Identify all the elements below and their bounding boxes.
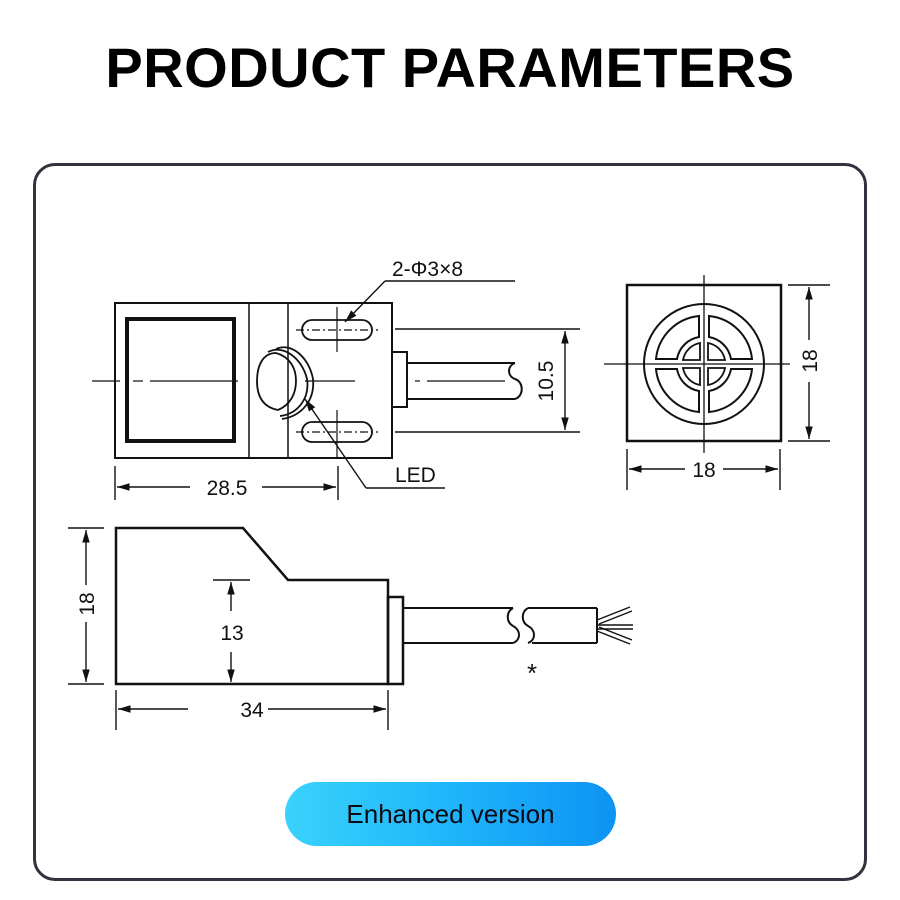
led-label: LED [395, 464, 436, 487]
top-length-dim: 28.5 [207, 477, 248, 500]
front-width-dim: 18 [692, 459, 715, 482]
side-height-dim: 18 [76, 592, 99, 615]
cable-note: * [527, 658, 537, 688]
side-view [68, 526, 633, 730]
enhanced-version-badge: Enhanced version [285, 782, 616, 846]
wire-ends-icon [596, 606, 633, 645]
front-view [604, 275, 830, 490]
page-title: PRODUCT PARAMETERS [105, 36, 795, 99]
front-height-dim: 18 [799, 349, 822, 372]
top-view [92, 280, 580, 500]
led-icon [256, 346, 314, 420]
side-length-dim: 34 [240, 699, 264, 722]
step-height-dim: 13 [220, 622, 243, 645]
mounting-holes-label: 2-Φ3×8 [392, 258, 463, 281]
parameters-card [33, 163, 867, 881]
hole-spacing-dim: 10.5 [535, 361, 558, 402]
